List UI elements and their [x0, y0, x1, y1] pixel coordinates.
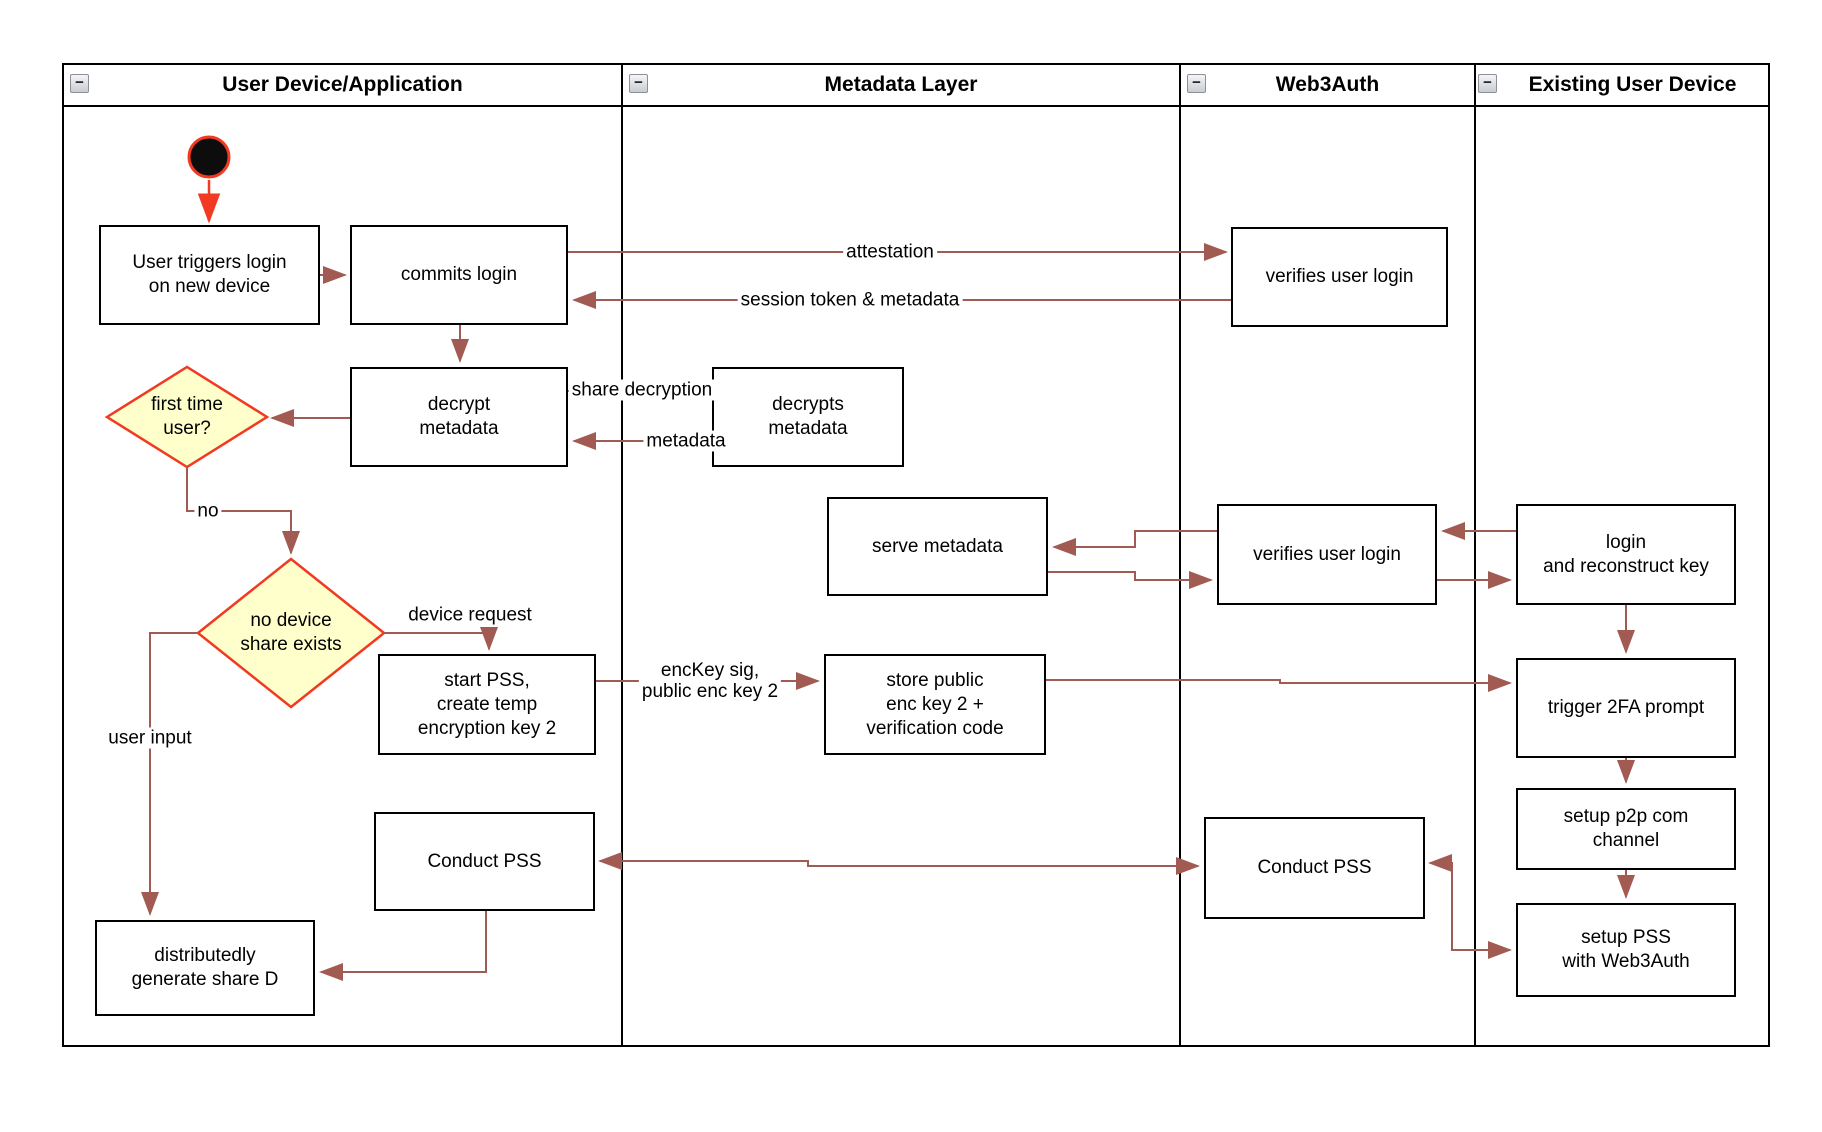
edge-label-enckey-sig: encKey sig, public enc key 2: [638, 660, 782, 702]
initial-state-node[interactable]: [187, 135, 231, 179]
arrow-verifies2-to-serve: [1052, 530, 1217, 556]
collapse-lane-icon[interactable]: −: [70, 74, 89, 93]
node-login-reconstruct-key[interactable]: login and reconstruct key: [1516, 504, 1736, 605]
lane-divider-2: [1179, 63, 1181, 1047]
node-decrypts-metadata[interactable]: decrypts metadata: [712, 367, 904, 467]
collapse-lane-icon[interactable]: −: [629, 74, 648, 93]
lane-header-web3auth: Web3Auth: [1275, 73, 1380, 96]
arrow-conduct-to-distributedly: [319, 911, 487, 981]
arrow-conduct-right-setup-pss: [1428, 854, 1512, 959]
node-user-triggers-login[interactable]: User triggers login on new device: [99, 225, 320, 325]
decision-no-device-share[interactable]: [195, 557, 387, 709]
edge-label-metadata: metadata: [643, 430, 729, 452]
node-serve-metadata[interactable]: serve metadata: [827, 497, 1048, 596]
lane-header-user-device: User Device/Application: [222, 73, 463, 96]
decision-first-time-user[interactable]: [104, 365, 270, 469]
collapse-lane-icon[interactable]: −: [1478, 74, 1497, 93]
node-store-public-enc-key[interactable]: store public enc key 2 + verification co…: [824, 654, 1046, 755]
edge-label-user-input: user input: [105, 727, 195, 749]
edge-label-no: no: [194, 500, 222, 522]
arrow-serve-to-verifies2: [1048, 571, 1213, 589]
node-distributedly-generate[interactable]: distributedly generate share D: [95, 920, 315, 1016]
node-start-pss[interactable]: start PSS, create temp encryption key 2: [378, 654, 596, 755]
arrow-device-request: [384, 627, 498, 651]
lane-divider-3: [1474, 63, 1476, 1047]
edge-label-session-token: session token & metadata: [737, 289, 963, 311]
edge-label-attestation: attestation: [843, 241, 937, 263]
arrow-user-input: [141, 632, 198, 916]
lane-divider-1: [621, 63, 623, 1047]
node-verifies-user-login-1[interactable]: verifies user login: [1231, 227, 1448, 327]
node-verifies-user-login-2[interactable]: verifies user login: [1217, 504, 1437, 605]
lane-header-metadata-layer: Metadata Layer: [824, 73, 978, 96]
edge-label-share-decryption: share decryption: [568, 379, 716, 401]
lane-header-divider: [62, 105, 1768, 107]
collapse-lane-icon[interactable]: −: [1187, 74, 1206, 93]
node-decrypt-metadata[interactable]: decrypt metadata: [350, 367, 568, 467]
node-conduct-pss-right[interactable]: Conduct PSS: [1204, 817, 1425, 919]
node-trigger-2fa-prompt[interactable]: trigger 2FA prompt: [1516, 658, 1736, 758]
node-commits-login[interactable]: commits login: [350, 225, 568, 325]
arrow-no-branch: [186, 467, 300, 555]
arrow-conduct-pss-link: [598, 852, 1200, 875]
lane-header-existing-device: Existing User Device: [1528, 73, 1737, 96]
node-conduct-pss-left[interactable]: Conduct PSS: [374, 812, 595, 911]
node-setup-pss-web3auth[interactable]: setup PSS with Web3Auth: [1516, 903, 1736, 997]
arrow-store-to-trigger-2fa: [1046, 674, 1512, 692]
edge-label-device-request: device request: [408, 604, 532, 626]
node-setup-p2p-channel[interactable]: setup p2p com channel: [1516, 788, 1736, 870]
